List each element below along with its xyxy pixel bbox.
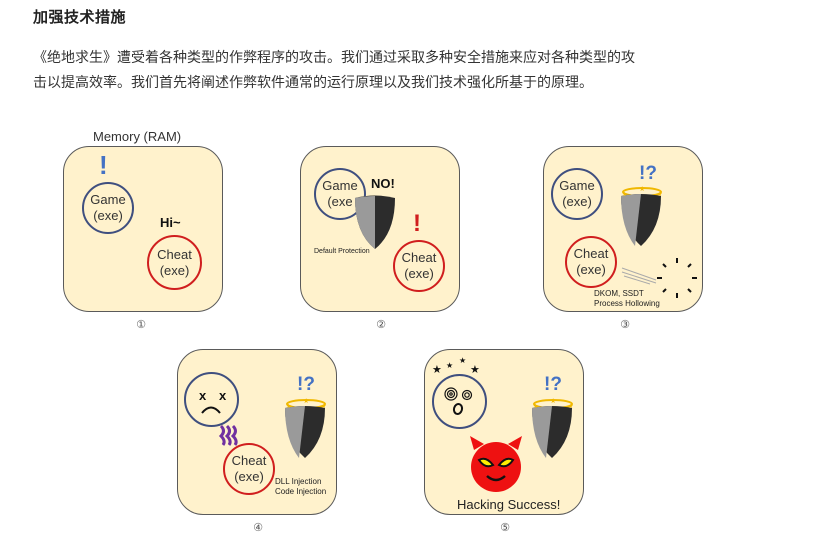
- svg-text:★: ★: [550, 397, 556, 405]
- confused-icon: !?: [544, 374, 562, 395]
- cheat-process-circle: Cheat (exe): [147, 235, 202, 290]
- dizzy-shield-icon: ★ ★ ★: [621, 185, 662, 246]
- game-process-circle: Game (exe): [82, 182, 134, 234]
- hacking-success-label: Hacking Success!: [457, 497, 561, 512]
- game-process-circle: Game (exe): [551, 168, 603, 220]
- step-caption-2: ②: [376, 318, 386, 331]
- intro-paragraph: 《绝地求生》遭受着各种类型的作弊程序的攻击。我们通过采取多种安全措施来应对各种类…: [33, 46, 773, 96]
- svg-text:★: ★: [286, 403, 291, 410]
- panel-3: [543, 146, 703, 312]
- dizzy-shield-icon: ★ ★ ★: [285, 397, 326, 458]
- game-process-circle: Game (exe: [314, 168, 366, 220]
- technique-label: DLL Injection Code Injection: [275, 477, 327, 496]
- greeting-text: Hi~: [160, 215, 181, 230]
- svg-text:★: ★: [639, 185, 645, 193]
- step-caption-5: ⑤: [500, 521, 510, 534]
- dizzy-shield-icon: ★ ★ ★: [532, 397, 573, 458]
- svg-text:★: ★: [432, 363, 442, 376]
- cheat-process-circle: Cheat (exe): [565, 236, 617, 288]
- step-caption-4: ④: [253, 521, 263, 534]
- shout-text: NO!: [371, 176, 395, 191]
- panel-1: [63, 146, 223, 312]
- step-caption-1: ①: [136, 318, 146, 331]
- step-caption-3: ③: [620, 318, 630, 331]
- default-protection-label: Default Protection: [314, 248, 370, 255]
- svg-text:★: ★: [321, 403, 326, 410]
- paragraph-line-2: 击以提高效率。我们首先将阐述作弊软件通常的运行原理以及我们技术强化所基于的原理。: [33, 75, 593, 91]
- svg-text:x: x: [219, 388, 227, 403]
- dead-game-face-icon: x x: [184, 372, 239, 427]
- poison-waves-icon: [218, 424, 238, 446]
- svg-text:★: ★: [533, 403, 538, 410]
- paragraph-line-1: 《绝地求生》遭受着各种类型的作弊程序的攻击。我们通过采取多种安全措施来应对各种类…: [33, 50, 635, 66]
- memory-ram-label: Memory (RAM): [93, 129, 182, 144]
- dizzy-game-face-icon: [432, 374, 487, 429]
- svg-text:★: ★: [657, 191, 662, 198]
- confused-icon: !?: [639, 163, 657, 184]
- burst-icon: [657, 258, 697, 298]
- section-title: 加强技术措施: [33, 8, 127, 26]
- svg-text:★: ★: [459, 356, 466, 365]
- confused-icon: !?: [297, 374, 315, 395]
- svg-text:★: ★: [470, 363, 480, 376]
- svg-text:★: ★: [568, 403, 573, 410]
- technique-label: DKOM, SSDT Process Hollowing: [594, 289, 660, 308]
- shield-icon: [355, 195, 395, 249]
- svg-text:★: ★: [622, 191, 627, 198]
- alert-icon: !: [413, 210, 421, 237]
- exclaim-icon: !: [99, 150, 108, 180]
- dizzy-stars-icon: ★ ★ ★ ★: [432, 356, 480, 376]
- devil-face-icon: [470, 436, 522, 492]
- svg-text:★: ★: [303, 397, 309, 405]
- svg-text:★: ★: [446, 361, 453, 370]
- cheat-process-circle: Cheat (exe): [393, 240, 445, 292]
- cheat-process-circle: Cheat (exe): [223, 443, 275, 495]
- motion-lines-icon: [621, 267, 657, 285]
- svg-text:x: x: [199, 388, 207, 403]
